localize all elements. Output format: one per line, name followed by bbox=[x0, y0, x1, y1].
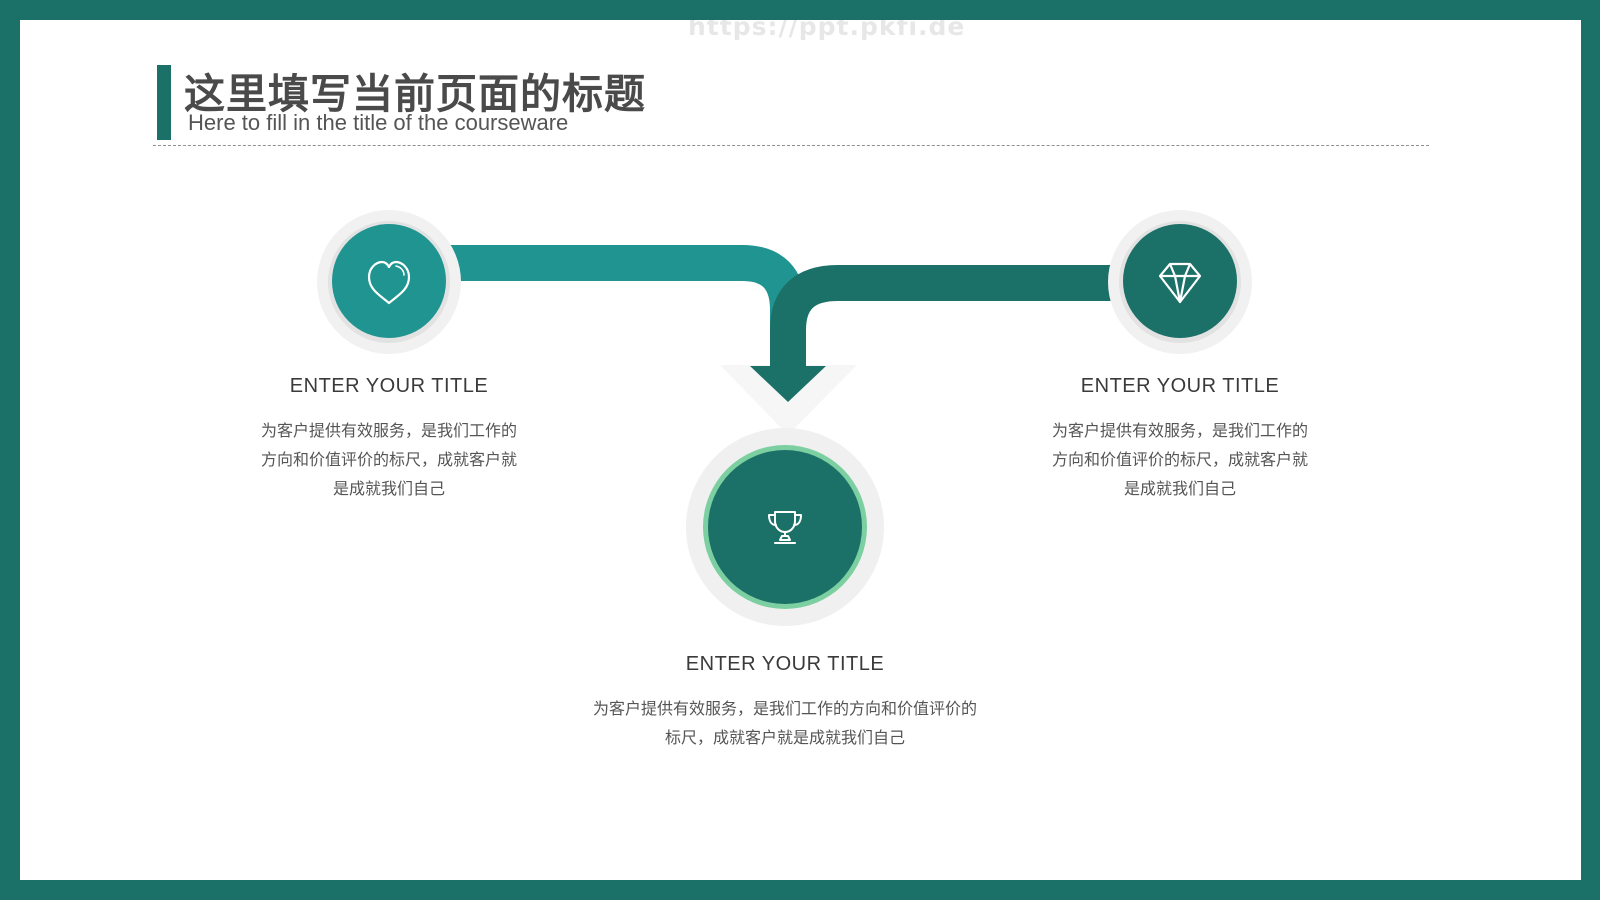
diamond-icon bbox=[1158, 262, 1202, 304]
page-subtitle: Here to fill in the title of the coursew… bbox=[188, 110, 569, 135]
item-1-desc-line: 为客户提供有效服务，是我们工作的 bbox=[260, 421, 517, 440]
slide: https://ppt.pkfi.de 这里填写当前页面的标题 Here to … bbox=[20, 20, 1581, 880]
trophy-icon bbox=[768, 511, 802, 544]
circle-center bbox=[686, 428, 884, 626]
item-2-title: ENTER YOUR TITLE bbox=[685, 653, 885, 675]
connector-left bbox=[445, 245, 806, 360]
item-3-title: ENTER YOUR TITLE bbox=[1080, 375, 1280, 397]
item-3-desc-line: 为客户提供有效服务，是我们工作的 bbox=[1051, 421, 1308, 440]
item-1-desc-line: 方向和价值评价的标尺，成就客户就 bbox=[260, 450, 517, 469]
item-3-desc: 为客户提供有效服务，是我们工作的 方向和价值评价的标尺，成就客户就 是成就我们自… bbox=[1030, 416, 1330, 503]
item-1-title: ENTER YOUR TITLE bbox=[289, 375, 489, 397]
header-divider bbox=[153, 145, 1429, 146]
connector-right bbox=[770, 265, 1125, 366]
page-title: 这里填写当前页面的标题 bbox=[184, 70, 646, 118]
item-2-desc-line: 为客户提供有效服务，是我们工作的方向和价值评价的 bbox=[592, 699, 977, 718]
circle-left bbox=[317, 210, 461, 354]
item-2-desc: 为客户提供有效服务，是我们工作的方向和价值评价的 标尺，成就客户就是成就我们自己 bbox=[570, 694, 1000, 752]
item-1-desc-line: 是成就我们自己 bbox=[332, 479, 445, 498]
arrow-head bbox=[750, 366, 826, 402]
item-2-desc-line: 标尺，成就客户就是成就我们自己 bbox=[664, 728, 905, 747]
title-accent-bar bbox=[157, 65, 171, 140]
item-1-desc: 为客户提供有效服务，是我们工作的 方向和价值评价的标尺，成就客户就 是成就我们自… bbox=[239, 416, 539, 503]
circle-right bbox=[1108, 210, 1252, 354]
item-3-desc-line: 是成就我们自己 bbox=[1123, 479, 1236, 498]
item-3-desc-line: 方向和价值评价的标尺，成就客户就 bbox=[1051, 450, 1308, 469]
heart-icon bbox=[367, 260, 411, 305]
flow-diagram bbox=[317, 210, 1252, 626]
watermark-text: https://ppt.pkfi.de bbox=[688, 20, 966, 41]
